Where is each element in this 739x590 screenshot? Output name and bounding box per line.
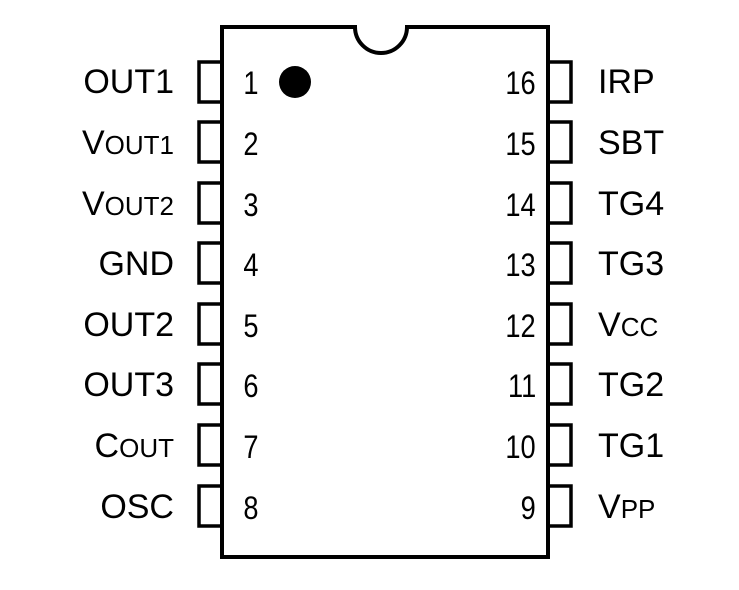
pin-lead-3 bbox=[197, 181, 224, 225]
pin-lead-4 bbox=[197, 241, 224, 285]
pin-number-16: 16 bbox=[505, 65, 536, 101]
pin-number-5: 5 bbox=[243, 308, 259, 344]
pin-label-8: OSC bbox=[100, 488, 174, 526]
pin-number-9: 9 bbox=[520, 490, 536, 526]
pin-lead-5 bbox=[197, 302, 224, 346]
pin-lead-1 bbox=[197, 60, 224, 104]
pin-label-12-rest: CC bbox=[620, 312, 659, 342]
pin1-indicator-dot bbox=[279, 66, 311, 98]
pin-label-9-main: V bbox=[598, 488, 621, 526]
pin-label-14: TG4 bbox=[598, 185, 665, 223]
pin-label-4: GND bbox=[98, 245, 174, 283]
pin-label-12-main: V bbox=[598, 306, 621, 344]
pin-lead-7 bbox=[197, 423, 224, 467]
pin-lead-2 bbox=[197, 120, 224, 164]
pin-number-10: 10 bbox=[505, 429, 536, 465]
pin-number-3: 3 bbox=[243, 187, 259, 223]
pin-number-11: 11 bbox=[507, 368, 536, 404]
chip-body bbox=[220, 25, 550, 559]
pin-label-13: TG3 bbox=[598, 245, 665, 283]
pin-lead-14 bbox=[546, 181, 573, 225]
pin-label-11: TG2 bbox=[598, 366, 665, 404]
pin-number-1: 1 bbox=[243, 65, 259, 101]
pin-lead-9 bbox=[546, 484, 573, 528]
pin-number-13: 13 bbox=[505, 247, 536, 283]
pin-label-1: OUT1 bbox=[83, 63, 174, 101]
pin-label-12: VCC bbox=[598, 305, 658, 347]
pin-label-7-main: C bbox=[94, 427, 120, 465]
pin-label-6: OUT3 bbox=[83, 366, 174, 404]
pin-label-7-rest: OUT bbox=[119, 433, 174, 463]
pin-label-5: OUT2 bbox=[83, 306, 174, 344]
pin-number-4: 4 bbox=[243, 247, 259, 283]
pin-label-3-main: V bbox=[81, 185, 105, 223]
pin-number-2: 2 bbox=[243, 126, 259, 162]
pin-label-2: VOUT1 bbox=[0, 123, 174, 165]
pin-number-12: 12 bbox=[505, 308, 536, 344]
pin-label-15: SBT bbox=[598, 124, 665, 162]
pin-lead-10 bbox=[546, 423, 573, 467]
pin-lead-15 bbox=[546, 120, 573, 164]
pin-label-7: COUT bbox=[0, 426, 174, 468]
pin-number-7: 7 bbox=[243, 429, 259, 465]
pin-lead-16 bbox=[546, 60, 573, 104]
pin-label-9-rest: PP bbox=[620, 494, 656, 524]
pin-label-2-rest: OUT1 bbox=[104, 130, 174, 160]
pin-label-10: TG1 bbox=[598, 427, 665, 465]
pin-label-2-main: V bbox=[81, 124, 105, 162]
pin-lead-13 bbox=[546, 241, 573, 285]
pin-number-8: 8 bbox=[243, 490, 259, 526]
pin-label-16: IRP bbox=[598, 63, 655, 101]
pin-lead-11 bbox=[546, 362, 573, 406]
pin-number-15: 15 bbox=[505, 126, 536, 162]
pin-label-3-rest: OUT2 bbox=[104, 191, 174, 221]
pin-number-14: 14 bbox=[505, 187, 536, 223]
pin-label-9: VPP bbox=[598, 487, 655, 529]
pin-number-6: 6 bbox=[243, 368, 259, 404]
pin-lead-6 bbox=[197, 362, 224, 406]
pin-lead-12 bbox=[546, 302, 573, 346]
pin-lead-8 bbox=[197, 484, 224, 528]
pin-label-3: VOUT2 bbox=[0, 184, 174, 226]
